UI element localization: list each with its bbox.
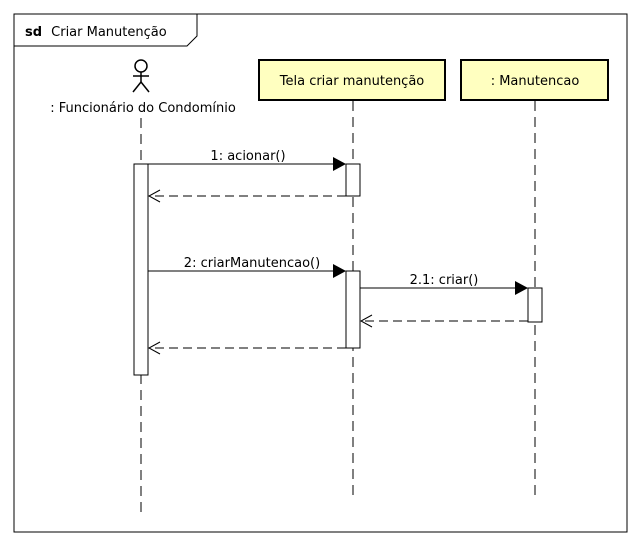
activation-bar-tela-2 <box>345 270 361 349</box>
activation-bar-tela-1 <box>345 163 361 197</box>
lifeline-box-manutencao <box>460 59 609 101</box>
lifeline-tela-label: Tela criar manutenção <box>279 74 425 89</box>
actor-icon <box>132 59 150 93</box>
open-arrowhead <box>147 341 161 355</box>
sync-arrowhead <box>333 264 346 278</box>
actor-label: : Funcionário do Condomínio <box>50 101 236 116</box>
message-criar[interactable]: 2.1: criar() <box>360 273 528 295</box>
frame-title: Criar Manutenção <box>51 25 167 40</box>
open-arrowhead <box>359 314 373 328</box>
lifeline-manutencao[interactable]: : Manutencao <box>460 59 609 500</box>
activation-bar-manutencao <box>527 287 543 323</box>
message-acionar[interactable]: 1: acionar() <box>148 149 346 171</box>
diagram-frame <box>13 13 628 533</box>
message-label: 1: acionar() <box>210 149 285 164</box>
sync-arrowhead <box>515 281 528 295</box>
message-label: 2: criarManutencao() <box>184 256 320 271</box>
lifeline-manutencao-label: : Manutencao <box>491 74 580 89</box>
return-message-1[interactable] <box>147 189 346 203</box>
activation-bar-actor <box>133 163 149 376</box>
return-message-2-1[interactable] <box>359 314 528 328</box>
message-criar-manutencao[interactable]: 2: criarManutencao() <box>148 256 346 278</box>
message-label: 2.1: criar() <box>410 273 479 288</box>
frame-label-tab <box>14 14 198 47</box>
frame-label: sd Criar Manutenção <box>25 21 167 40</box>
sync-arrowhead <box>333 157 346 171</box>
frame-keyword: sd <box>25 25 42 40</box>
open-arrowhead <box>147 189 161 203</box>
lifeline-box-tela <box>258 59 446 101</box>
return-message-2[interactable] <box>147 341 346 355</box>
